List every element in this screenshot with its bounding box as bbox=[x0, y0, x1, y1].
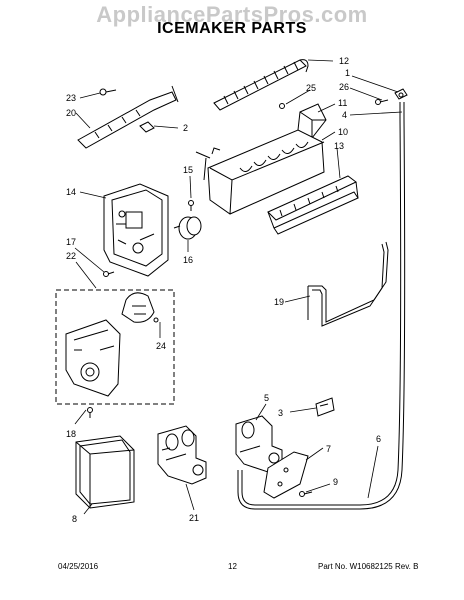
callout-16: 16 bbox=[183, 255, 193, 265]
callout-17: 17 bbox=[66, 237, 76, 247]
callout-9: 9 bbox=[333, 477, 338, 487]
callout-13: 13 bbox=[334, 141, 344, 151]
water-valve-21 bbox=[157, 425, 207, 485]
callout-25: 25 bbox=[306, 83, 316, 93]
stripper-13 bbox=[267, 175, 359, 235]
callout-18: 18 bbox=[66, 429, 76, 439]
fan-assembly bbox=[65, 292, 159, 397]
callout-24: 24 bbox=[156, 341, 166, 351]
footer-part-number: Part No. W10682125 Rev. B bbox=[318, 562, 418, 571]
callout-21: 21 bbox=[189, 513, 199, 523]
control-housing-14 bbox=[103, 183, 169, 277]
callout-8: 8 bbox=[72, 514, 77, 524]
clip-2 bbox=[139, 121, 155, 133]
wire-arm-19 bbox=[307, 241, 389, 327]
bracket-7 bbox=[263, 451, 309, 499]
callout-2: 2 bbox=[183, 123, 188, 133]
callout-14: 14 bbox=[66, 187, 76, 197]
callout-20: 20 bbox=[66, 108, 76, 118]
filter-8 bbox=[75, 435, 135, 509]
screw-18 bbox=[87, 407, 93, 418]
water-valve-5 bbox=[235, 415, 283, 473]
callout-6: 6 bbox=[376, 434, 381, 444]
callout-labels: 12 1 26 25 4 11 10 23 20 2 13 15 14 17 2… bbox=[66, 56, 381, 524]
callout-5: 5 bbox=[264, 393, 269, 403]
screw-23 bbox=[99, 88, 117, 96]
callout-19: 19 bbox=[274, 297, 284, 307]
screw-1 bbox=[394, 88, 408, 100]
watermark: AppliancePartsPros.com bbox=[96, 2, 368, 27]
assembly-box-24 bbox=[55, 289, 175, 405]
part-label: Part No. bbox=[318, 562, 348, 571]
part-number: W10682125 bbox=[349, 562, 393, 571]
callout-12: 12 bbox=[339, 56, 349, 66]
callout-1: 1 bbox=[345, 68, 350, 78]
clamp-3 bbox=[315, 397, 335, 417]
leader-lines bbox=[74, 59, 403, 515]
screw-9 bbox=[299, 491, 313, 497]
callout-22: 22 bbox=[66, 251, 76, 261]
ejector-arm-part bbox=[213, 59, 309, 111]
screw-26 bbox=[375, 99, 389, 105]
page-title: ICEMAKER PARTS bbox=[157, 20, 307, 37]
callout-7: 7 bbox=[326, 444, 331, 454]
rev-label: Rev. bbox=[394, 562, 411, 571]
callout-11: 11 bbox=[338, 98, 347, 108]
footer-page: 12 bbox=[228, 562, 237, 571]
ice-mold-10 bbox=[195, 129, 325, 215]
screw-15 bbox=[188, 200, 194, 211]
rev-value: B bbox=[413, 562, 419, 571]
cover-11 bbox=[297, 103, 327, 139]
callout-23: 23 bbox=[66, 93, 76, 103]
footer-date: 04/25/2016 bbox=[58, 562, 99, 571]
water-tube-4 bbox=[237, 102, 406, 510]
fill-tube-part bbox=[77, 85, 179, 149]
callout-3: 3 bbox=[278, 408, 283, 418]
screw-17 bbox=[103, 271, 115, 277]
motor-16 bbox=[173, 216, 202, 240]
callout-4: 4 bbox=[342, 110, 347, 120]
callout-15: 15 bbox=[183, 165, 193, 175]
callout-10: 10 bbox=[338, 127, 348, 137]
screw-25 bbox=[279, 103, 285, 109]
callout-26: 26 bbox=[339, 82, 349, 92]
